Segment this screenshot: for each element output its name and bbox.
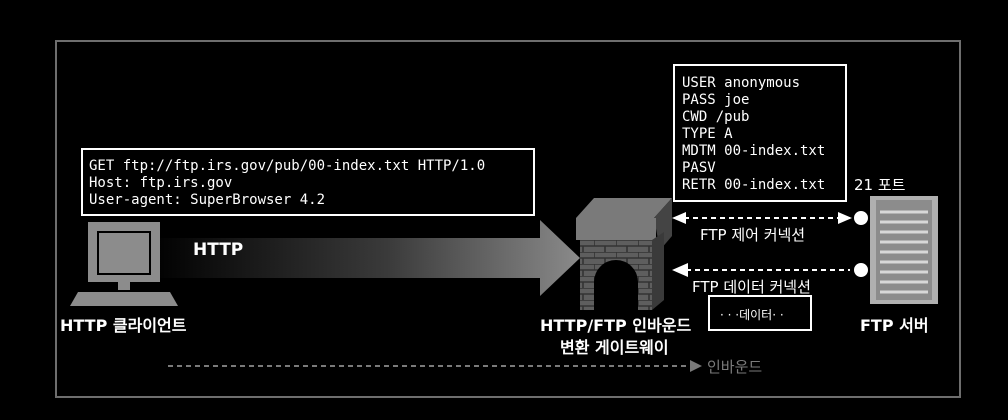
client-label: HTTP 클라이언트 — [60, 316, 187, 335]
data-packet-label: · · ·데이터· · — [720, 308, 784, 322]
gateway-label-line2: 변환 게이트웨이 — [560, 338, 669, 357]
ftp-command-line: PASS joe — [682, 92, 750, 108]
inbound-label: 인바운드 — [707, 358, 763, 376]
gateway-label-line1: HTTP/FTP 인바운드 — [540, 316, 692, 335]
request-line-1: GET ftp://ftp.irs.gov/pub/00-index.txt H… — [89, 158, 486, 174]
http-request-box: GET ftp://ftp.irs.gov/pub/00-index.txt H… — [81, 148, 535, 216]
http-arrow — [150, 220, 580, 296]
server-label: FTP 서버 — [860, 316, 929, 335]
ftp-command-line: TYPE A — [682, 126, 733, 142]
ftp-command-line: PASV — [682, 160, 716, 176]
ftp-control-connection-arrow — [672, 212, 852, 224]
diagram-frame — [55, 40, 961, 398]
data-connection-label: FTP 데이터 커넥션 — [692, 278, 811, 296]
request-line-2: Host: ftp.irs.gov — [89, 175, 233, 191]
inbound-arrow — [168, 360, 702, 372]
ftp-command-line: MDTM 00-index.txt — [682, 143, 826, 159]
data-port-circle — [852, 261, 870, 279]
server-tower-icon — [870, 196, 938, 304]
port-label: 21 포트 — [854, 176, 906, 194]
ftp-data-connection-arrow — [672, 263, 850, 277]
control-connection-label: FTP 제어 커넥션 — [700, 226, 806, 244]
ftp-command-line: CWD /pub — [682, 109, 750, 125]
ftp-command-line: RETR 00-index.txt — [682, 177, 826, 193]
data-packet-box — [708, 295, 812, 331]
computer-monitor-icon — [70, 222, 178, 306]
request-line-3: User-agent: SuperBrowser 4.2 — [89, 192, 326, 208]
brick-gateway-icon — [576, 198, 672, 310]
http-arrow-label: HTTP — [193, 240, 244, 260]
control-port-circle — [852, 209, 870, 227]
ftp-command-line: USER anonymous — [682, 75, 801, 91]
